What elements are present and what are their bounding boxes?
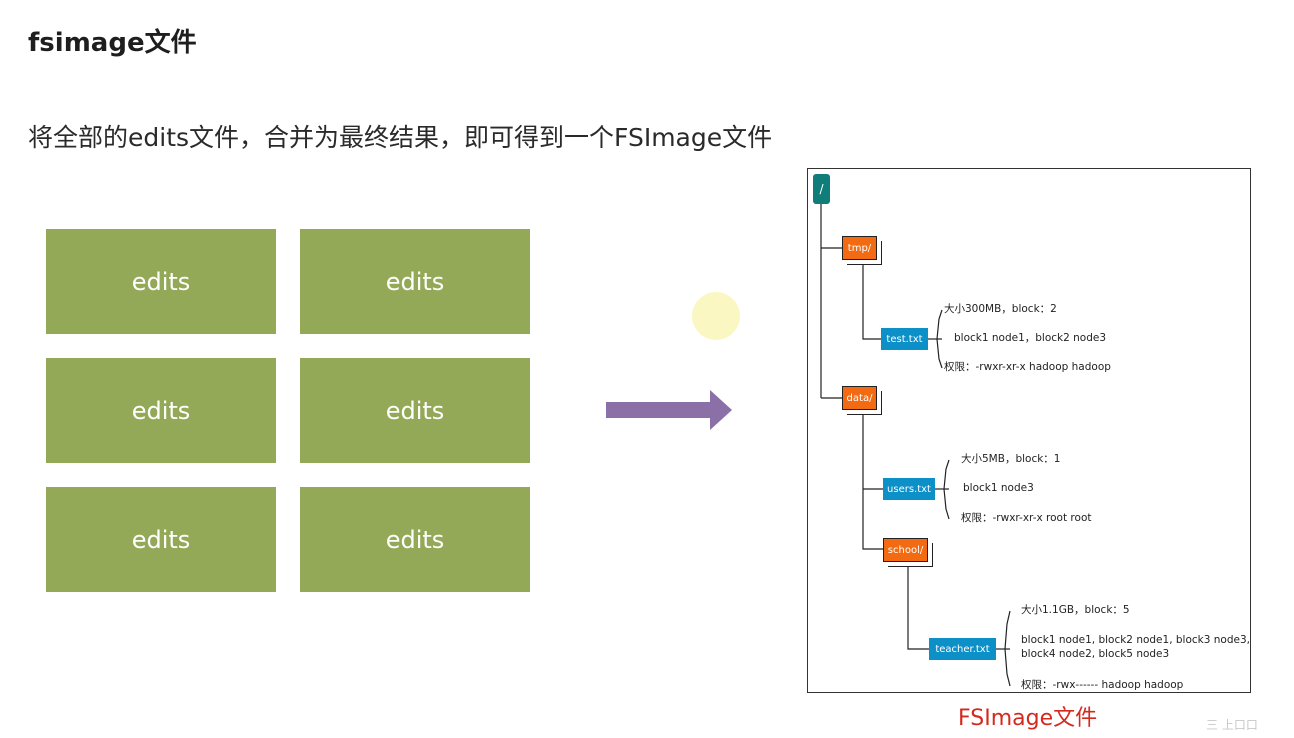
edits-box: edits bbox=[46, 229, 276, 334]
dir-node-tmp: tmp/ bbox=[842, 236, 877, 260]
subtitle: 将全部的edits文件，合并为最终结果，即可得到一个FSImage文件 bbox=[28, 123, 773, 152]
test-perm-label: 权限：-rwxr-xr-x hadoop hadoop bbox=[944, 361, 1111, 373]
users-perm-label: 权限：-rwxr-xr-x root root bbox=[961, 512, 1092, 524]
watermark: 三 上口口 bbox=[1206, 718, 1258, 732]
teacher-blocks-label-1: block1 node1, block2 node1, block3 node3… bbox=[1021, 634, 1250, 646]
file-node-users: users.txt bbox=[883, 478, 935, 500]
teacher-blocks-label-2: block4 node2, block5 node3 bbox=[1021, 648, 1170, 660]
dir-node-data: data/ bbox=[842, 386, 877, 410]
cursor-highlight bbox=[692, 292, 740, 340]
edits-box: edits bbox=[300, 358, 530, 463]
dir-node-school: school/ bbox=[883, 538, 928, 562]
file-node-test: test.txt bbox=[881, 328, 928, 350]
merge-arrow-icon bbox=[606, 390, 732, 430]
file-node-teacher: teacher.txt bbox=[929, 638, 996, 660]
test-size-label: 大小300MB，block：2 bbox=[944, 303, 1057, 315]
tree-connectors bbox=[820, 204, 1011, 687]
edits-box: edits bbox=[46, 487, 276, 592]
test-blocks-label: block1 node1，block2 node3 bbox=[954, 332, 1107, 344]
edits-box: edits bbox=[300, 229, 530, 334]
edits-box: edits bbox=[300, 487, 530, 592]
page-title: fsimage文件 bbox=[28, 28, 197, 58]
edits-box: edits bbox=[46, 358, 276, 463]
users-blocks-label: block1 node3 bbox=[963, 482, 1034, 494]
fsimage-caption: FSImage文件 bbox=[958, 706, 1098, 731]
teacher-perm-label: 权限：-rwx------ hadoop hadoop bbox=[1021, 679, 1184, 691]
fsimage-tree: / tmp/ test.txt 大小300MB，block：2 block1 n… bbox=[807, 168, 1251, 693]
users-size-label: 大小5MB，block：1 bbox=[961, 453, 1061, 465]
teacher-size-label: 大小1.1GB，block：5 bbox=[1021, 604, 1130, 616]
root-node: / bbox=[813, 174, 830, 204]
